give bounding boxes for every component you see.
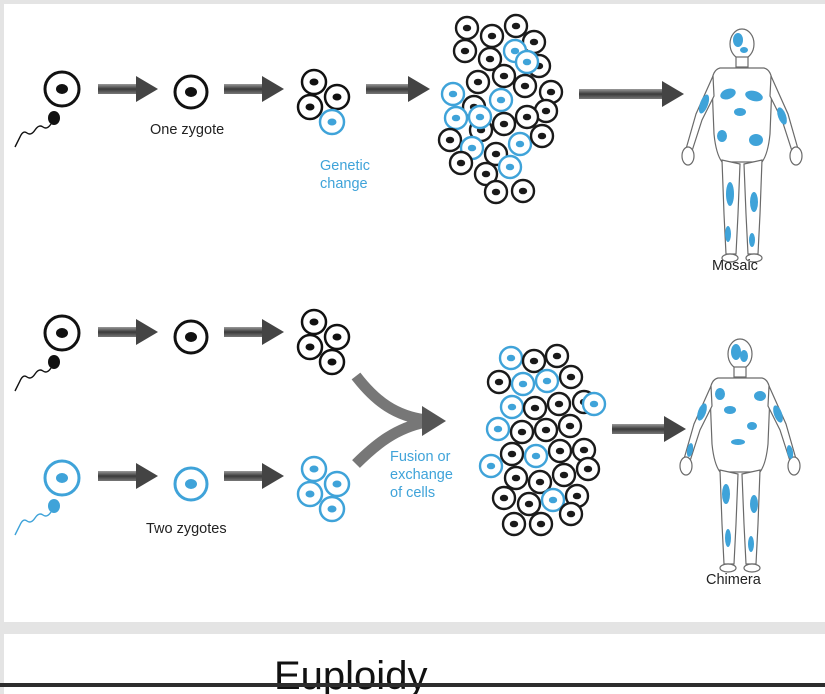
cell [503,465,529,491]
cell [499,394,525,420]
arrow-bottom-1 [98,319,158,345]
cell [485,416,511,442]
merge-arrow [351,372,446,468]
cell [514,49,540,75]
cell [547,438,573,464]
cell [443,105,469,131]
cell [448,150,474,176]
cell [529,123,555,149]
cell [503,13,529,39]
egg-bottom-blue [43,459,81,497]
arrow-top-3 [366,76,430,102]
cell [437,127,463,153]
cell [516,491,542,517]
cell [571,437,597,463]
cell [544,343,570,369]
four-cell-top [296,68,351,136]
diagram-card: One zygote Genetic change Mosaic [4,4,825,622]
cell [514,104,540,130]
four-cell-bottom-blue [296,455,351,523]
cell [551,462,577,488]
fusion-label-line3: of cells [390,485,435,501]
arrow-bottom-2 [224,319,284,345]
genetic-change-label-line2: change [320,176,368,192]
cell [534,368,560,394]
cell [479,23,505,49]
arrow-top-long [579,81,684,107]
arrow-bottom-4 [224,463,284,489]
cell [575,456,601,482]
cell [522,395,548,421]
cell [465,69,491,95]
cell [499,441,525,467]
cell [467,104,493,130]
cell [491,111,517,137]
cell [440,81,466,107]
cell [497,154,523,180]
arrow-bottom-3 [98,463,158,489]
cell [564,483,590,509]
cell [527,469,553,495]
cell [533,417,559,443]
cell [557,413,583,439]
cell [523,443,549,469]
mosaic-cell-cluster [437,13,564,205]
egg-top [43,70,81,108]
next-slide-title: Euploidy [274,654,428,694]
arrow-top-1 [98,76,158,102]
cell [512,73,538,99]
egg-bottom-black [43,314,81,352]
two-zygotes-label: Two zygotes [146,521,227,537]
zygote-bottom-blue [173,466,209,502]
cell [454,15,480,41]
four-cell-bottom-black [296,308,351,376]
cell [498,345,524,371]
cell [452,38,478,64]
cell [473,161,499,187]
cell [558,501,584,527]
cell [478,453,504,479]
cell [477,46,503,72]
cell [528,511,554,537]
chimera-human-figure [679,338,801,573]
sperm-bottom-blue [14,499,60,536]
cell [521,348,547,374]
cell [491,485,517,511]
cell [510,371,536,397]
cell [510,178,536,204]
chimera-label: Chimera [706,572,762,588]
zygote-bottom-black [173,319,209,355]
fusion-label-line1: Fusion or [390,449,451,465]
one-zygote-label: One zygote [150,122,224,138]
arrow-bottom-long [612,416,686,442]
cell [546,391,572,417]
bottom-bar [0,683,825,687]
cell [486,369,512,395]
mosaic-label: Mosaic [712,258,758,274]
arrow-top-2 [224,76,284,102]
cell [509,419,535,445]
cell [483,179,509,205]
chimera-cell-cluster [478,343,607,537]
fusion-label-line2: exchange [390,467,453,483]
cell [558,364,584,390]
mosaic-chimera-diagram: One zygote Genetic change Mosaic [14,13,803,588]
cell [488,87,514,113]
sperm-bottom-black [14,355,60,392]
cell [507,131,533,157]
cell [581,391,607,417]
sperm-top [14,111,60,148]
mosaic-human-figure [681,28,803,263]
zygote-top [173,74,209,110]
cell [501,511,527,537]
cell [540,487,566,513]
genetic-change-label-line1: Genetic [320,158,370,174]
cell [491,63,517,89]
